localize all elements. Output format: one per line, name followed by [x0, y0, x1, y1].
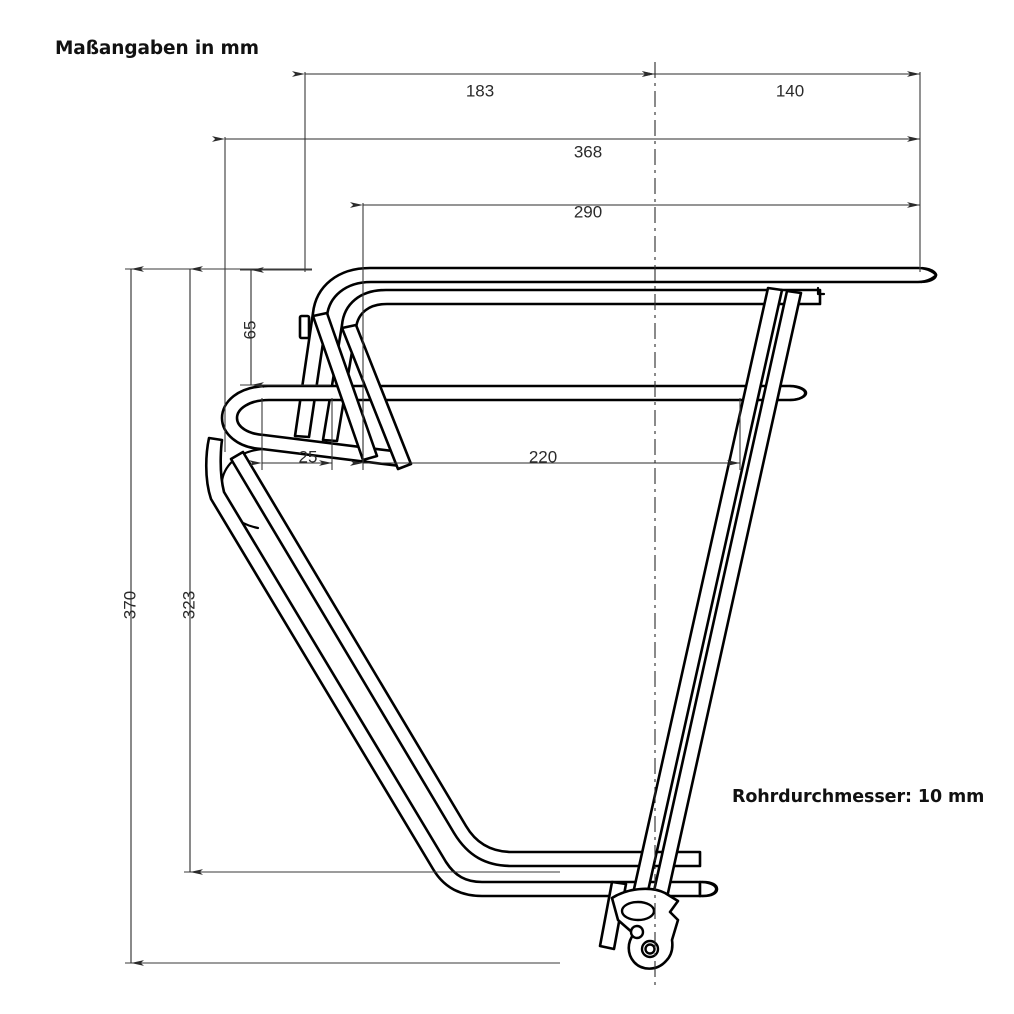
page-title: Maßangaben in mm	[55, 38, 259, 59]
extension-lines	[125, 72, 921, 964]
mounting-bracket	[610, 887, 680, 970]
dimension-183-label: 183	[466, 81, 494, 100]
top-platform-rail-inner	[321, 288, 822, 443]
bracket-oval-slot	[620, 900, 656, 922]
dimension-220-label: 220	[529, 447, 557, 466]
dimension-220: 220	[350, 447, 740, 466]
dimension-25-label: 25	[299, 447, 318, 466]
dimension-65: 65	[240, 267, 264, 388]
dimension-370: 370	[120, 266, 144, 966]
tube-diameter-note: Rohrdurchmesser: 10 mm	[732, 787, 984, 807]
top-rail-nub	[816, 286, 826, 296]
dimension-323: 323	[179, 266, 203, 875]
dimension-140-label: 140	[776, 81, 804, 100]
bracket-small-hole	[629, 924, 645, 940]
dimension-290: 290	[350, 202, 920, 221]
dimension-183: 183	[292, 71, 655, 100]
dimension-140: 140	[642, 71, 920, 100]
dimension-290-label: 290	[574, 202, 602, 221]
top-platform-rail	[293, 266, 938, 439]
left-diagonal-strut-inner	[229, 450, 702, 868]
top-rail-mount-tab	[298, 314, 311, 340]
upper-diagonal-strut-a	[311, 311, 379, 462]
dimension-368: 368	[212, 136, 920, 161]
right-leg-outer	[626, 286, 784, 920]
dimension-370-label: 370	[120, 591, 139, 619]
dimension-25: 25	[249, 447, 332, 466]
bracket-pivot-hole-inner	[644, 943, 656, 955]
dimension-368-label: 368	[574, 142, 602, 161]
dimension-323-label: 323	[179, 591, 198, 619]
rack-geometry	[204, 266, 938, 970]
bottom-rail	[698, 880, 719, 898]
dimension-65-label: 65	[240, 321, 259, 340]
